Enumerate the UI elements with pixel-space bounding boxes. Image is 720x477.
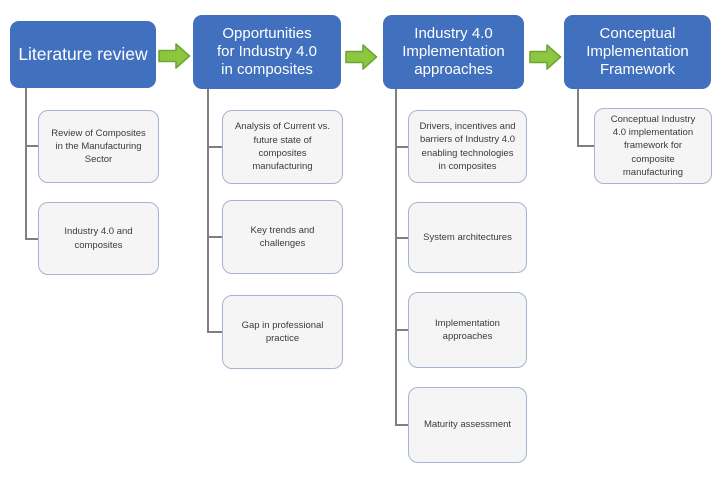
connector-line (395, 146, 408, 148)
stage-title-line: Implementation (402, 42, 505, 60)
stage-title-line: Conceptual (599, 24, 676, 42)
stage-box-literature-review: Literature review (10, 21, 156, 88)
connector-line (395, 424, 408, 426)
sub-box-key-trends: Key trends and challenges (222, 200, 343, 274)
sub-box-label: Implementation approaches (435, 317, 500, 342)
stage-title-line: Implementation (586, 42, 689, 60)
sub-box-drivers-incentives-barriers: Drivers, incentives and barriers of Indu… (408, 110, 527, 183)
stage-box-conceptual-framework: Conceptual Implementation Framework (564, 15, 711, 89)
connector-line (577, 89, 579, 146)
sub-box-label: Gap in professional practice (241, 319, 324, 344)
sub-box-label: Review of Composites in the Manufacturin… (51, 127, 146, 166)
connector-line (25, 238, 38, 240)
right-arrow-icon (158, 43, 191, 69)
stage-title-line: Industry 4.0 (414, 24, 493, 42)
connector-line (395, 237, 408, 239)
connector-line (207, 146, 222, 148)
sub-box-composites-review: Review of Composites in the Manufacturin… (38, 110, 159, 183)
stage-box-opportunities: Opportunities for Industry 4.0 in compos… (193, 15, 341, 89)
sub-box-industry40-composites: Industry 4.0 and composites (38, 202, 159, 275)
sub-box-label: Conceptual Industry 4.0 implementation f… (610, 113, 696, 178)
sub-box-analysis-current-future: Analysis of Current vs. future state of … (222, 110, 343, 184)
sub-box-conceptual-framework: Conceptual Industry 4.0 implementation f… (594, 108, 712, 184)
stage-title-line: for Industry 4.0 (216, 42, 318, 60)
sub-box-implementation-approaches: Implementation approaches (408, 292, 527, 368)
connector-line (207, 236, 222, 238)
sub-box-label: Drivers, incentives and barriers of Indu… (419, 120, 516, 172)
connector-line (25, 88, 27, 239)
connector-line (207, 331, 222, 333)
connector-line (25, 145, 38, 147)
stage-title-line: Framework (599, 61, 675, 79)
stage-title-line: in composites (221, 61, 313, 79)
sub-box-label: Maturity assessment (423, 419, 512, 431)
stage-box-implementation-approaches: Industry 4.0 Implementation approaches (383, 15, 524, 89)
sub-box-label: Analysis of Current vs. future state of … (234, 121, 331, 173)
right-arrow-icon (345, 44, 378, 70)
connector-line (577, 145, 594, 147)
sub-box-label: Industry 4.0 and composites (64, 226, 133, 251)
stage-title-line: Literature review (18, 43, 148, 64)
sub-box-maturity-assessment: Maturity assessment (408, 387, 527, 463)
connector-line (207, 89, 209, 332)
sub-box-gap-professional-practice: Gap in professional practice (222, 295, 343, 369)
sub-box-label: Key trends and challenges (250, 224, 315, 249)
connector-line (395, 329, 408, 331)
sub-box-system-architectures: System architectures (408, 202, 527, 273)
connector-line (395, 89, 397, 425)
stage-title-line: approaches (414, 61, 493, 79)
sub-box-label: System architectures (423, 231, 512, 243)
right-arrow-icon (529, 44, 562, 70)
stage-title-line: Opportunities (222, 24, 312, 42)
